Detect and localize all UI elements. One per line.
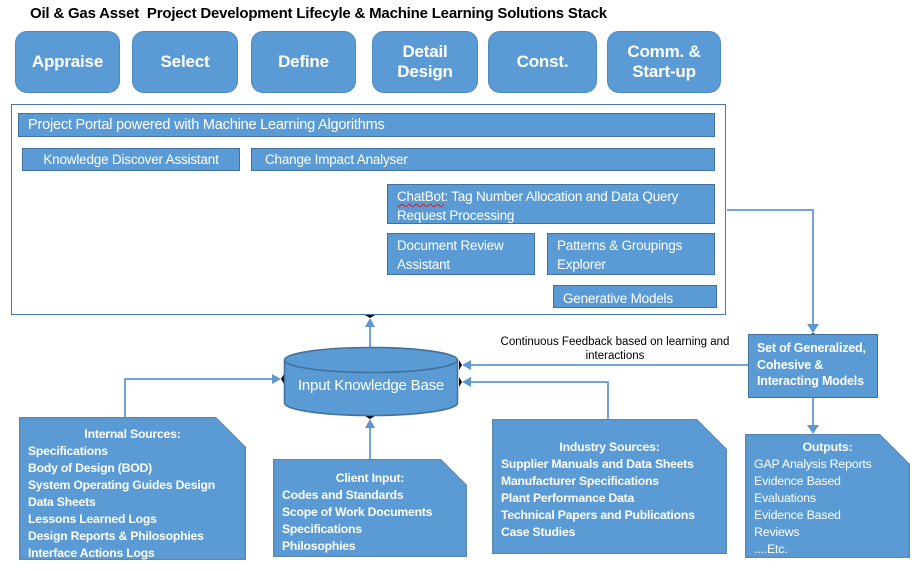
client-input-title: Client Input: xyxy=(335,471,405,485)
outputs-title: Outputs: xyxy=(802,440,853,454)
generative-models-box: Generative Models xyxy=(553,285,717,308)
connector-client-v xyxy=(369,424,371,459)
knowledge-base-label: Input Knowledge Base xyxy=(297,376,445,394)
industry-sources-title: Industry Sources: xyxy=(559,440,660,454)
list-item: Manufacturer Specifications xyxy=(501,474,659,488)
models-box-line: Cohesive & xyxy=(757,357,824,372)
connector-cylinder-to-frame xyxy=(369,323,371,348)
models-box-line: Interacting Models xyxy=(757,374,864,388)
stage-const: Const. xyxy=(488,31,597,93)
chatbot-word: ChatBot xyxy=(397,189,445,204)
stage-select: Select xyxy=(132,31,238,93)
arrowhead-feedback-into-cylinder xyxy=(459,360,471,370)
list-item: System Operating Guides Design xyxy=(28,478,216,492)
list-item: Scope of Work Documents xyxy=(282,505,433,519)
knowledge-discover-assistant-bar: Knowledge Discover Assistant xyxy=(22,148,240,171)
list-item: Evidence Based xyxy=(754,474,841,488)
connector-frame-to-models-v xyxy=(812,209,814,325)
patterns-groupings-explorer-box: Patterns & Groupings Explorer xyxy=(547,233,715,275)
list-item: Plant Performance Data xyxy=(501,491,635,505)
generalized-models-box: Set of Generalized, Cohesive & Interacti… xyxy=(748,334,878,398)
list-item: Data Sheets xyxy=(28,495,96,509)
feedback-label-line2: interactions xyxy=(585,349,645,362)
models-box-line: Set of Generalized, xyxy=(757,341,866,355)
note-fill xyxy=(20,418,244,558)
list-item: Body of Design (BOD) xyxy=(28,461,152,475)
connector-frame-to-models-h xyxy=(727,209,813,211)
note-fill xyxy=(746,435,908,556)
stage-appraise: Appraise xyxy=(15,31,120,93)
list-item: Case Studies xyxy=(501,525,576,539)
change-impact-analyser-bar: Change Impact Analyser xyxy=(251,148,715,171)
list-item: Design Reports & Philosophies xyxy=(28,529,204,543)
feedback-arrow-line xyxy=(466,364,748,366)
stage-comm-startup: Comm. & Start-up xyxy=(607,31,721,93)
list-item: Codes and Standards xyxy=(282,488,404,502)
chatbot-description: : Tag Number Allocation and Data Query R… xyxy=(397,189,679,223)
project-portal-bar: Project Portal powered with Machine Lear… xyxy=(18,113,715,137)
arrowhead-client-into-cylinder xyxy=(365,416,375,428)
list-item: Specifications xyxy=(28,444,108,458)
list-item: Lessons Learned Logs xyxy=(28,512,157,526)
list-item: ....Etc. xyxy=(754,542,788,556)
arrowhead-industry-into-cylinder xyxy=(459,377,471,387)
knowledge-base-cylinder xyxy=(283,346,459,417)
feedback-label: Continuous Feedback based on learning an… xyxy=(475,336,755,363)
list-item: Reviews xyxy=(754,525,800,539)
chatbot-box: ChatBot: Tag Number Allocation and Data … xyxy=(387,184,715,224)
list-item: Technical Papers and Publications xyxy=(501,508,695,522)
list-item: Specifications xyxy=(282,522,362,536)
list-item: Interface Actions Logs xyxy=(28,546,155,560)
connector-internal-h xyxy=(124,378,273,380)
list-item: Evaluations xyxy=(754,491,816,505)
diagram-title: Oil & Gas Asset Project Development Life… xyxy=(30,5,607,22)
internal-sources-title: Internal Sources: xyxy=(84,427,181,441)
stage-define: Define xyxy=(251,31,356,93)
connector-industry-h xyxy=(466,381,609,383)
list-item: Evidence Based xyxy=(754,508,841,522)
list-item: GAP Analysis Reports xyxy=(754,457,872,471)
note-fill xyxy=(274,460,465,555)
list-item: Supplier Manuals and Data Sheets xyxy=(501,457,694,471)
connector-models-to-outputs xyxy=(812,398,814,426)
arrowhead-internal-into-cylinder xyxy=(272,374,284,384)
list-item: Philosophies xyxy=(282,539,356,553)
arrowhead-into-frame xyxy=(365,315,375,327)
connector-industry-v xyxy=(607,382,609,419)
connector-internal-v xyxy=(124,378,126,417)
feedback-label-line1: Continuous Feedback based on learning an… xyxy=(500,336,730,348)
stage-detail-design: Detail Design xyxy=(372,31,478,93)
document-review-assistant-box: Document Review Assistant xyxy=(387,233,535,275)
note-fill xyxy=(493,420,725,552)
industry-sources-note: Industry Sources: Supplier Manuals and D… xyxy=(492,419,727,554)
